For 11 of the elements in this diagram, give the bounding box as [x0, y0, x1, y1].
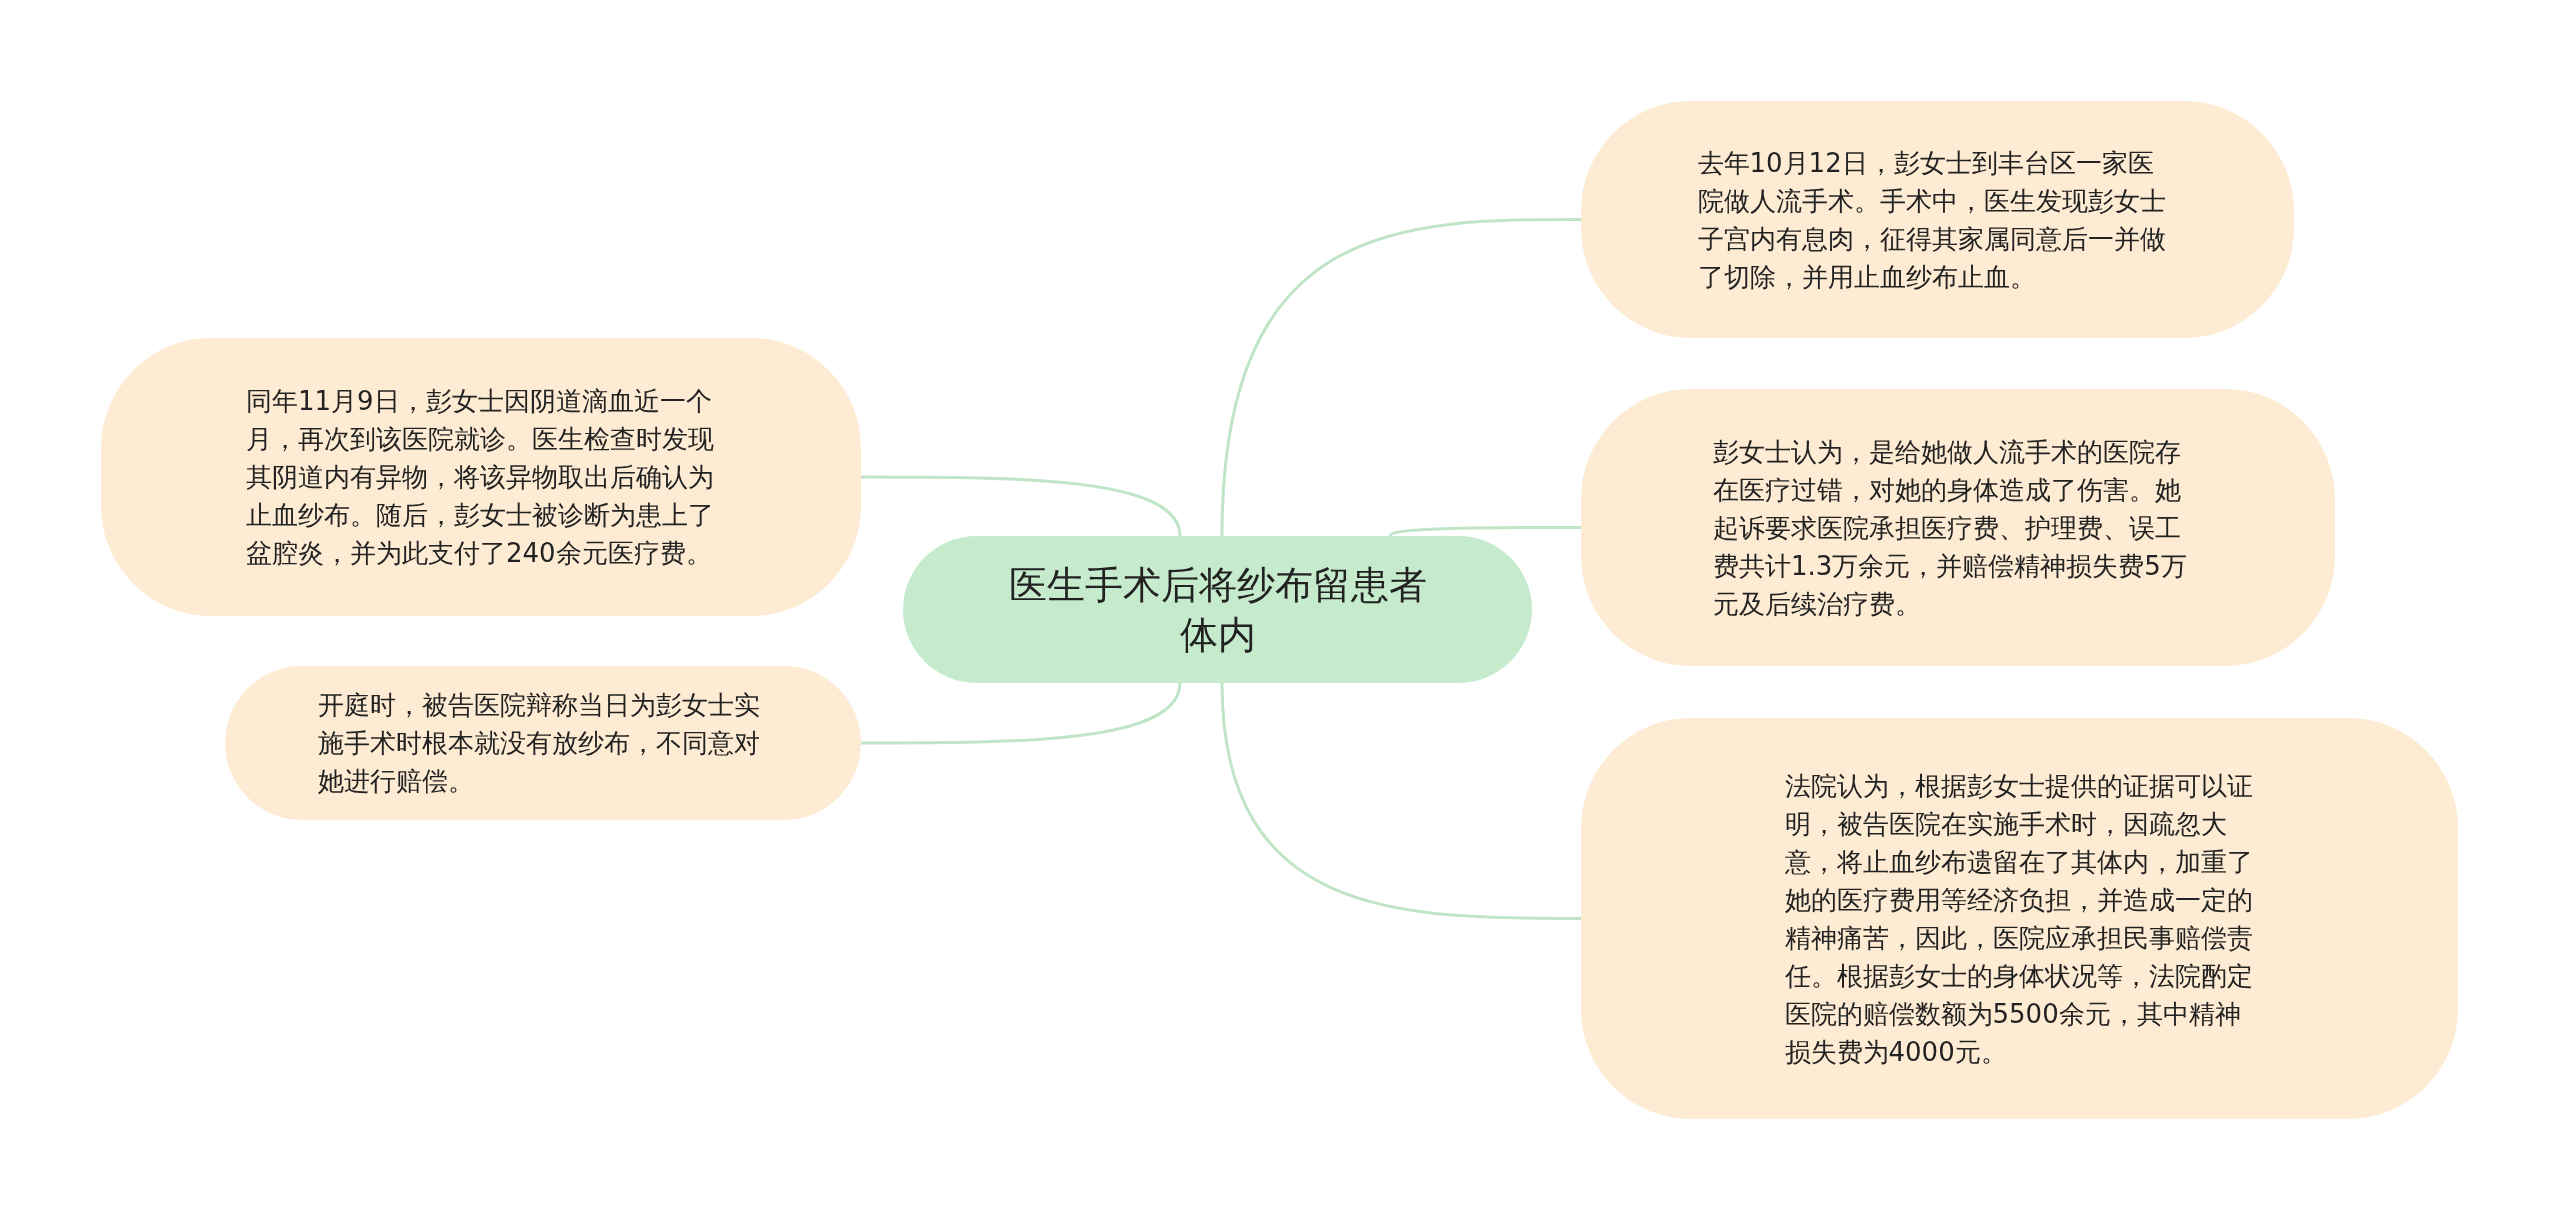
connector-line [1220, 218, 1581, 537]
connector-line [1388, 526, 1581, 538]
central-topic: 医生手术后将纱布留患者体内 [903, 536, 1532, 683]
topic-bubble: 去年10月12日，彭女士到丰台区一家医院做人流手术。手术中，医生发现彭女士子宫内有息肉，征得其家属同意后一并做了切除，并用止血纱布止血。 [1581, 101, 2294, 338]
connector-line [861, 682, 1182, 745]
connector-line [861, 475, 1182, 537]
topic-bubble: 同年11月9日，彭女士因阴道滴血近一个月，再次到该医院就诊。医生检查时发现其阴道内有异物，将该异物取出后确认为止血纱布。随后，彭女士被诊断为患上了盆腔炎，并为此支付了240余元医疗费。 [101, 338, 861, 616]
topic-bubble: 彭女士认为，是给她做人流手术的医院存在医疗过错，对她的身体造成了伤害。她起诉要求医院承担医疗费、护理费、误工费共计1.3万余元，并赔偿精神损失费5万元及后续治疗费。 [1581, 389, 2335, 666]
topic-bubble: 法院认为，根据彭女士提供的证据可以证明，被告医院在实施手术时，因疏忽大意，将止血纱布遗留在了其体内，加重了她的医疗费用等经济负担，并造成一定的精神痛苦，因此，医院应承担民事赔偿责任。根据彭女士的身体状况等，法院酌定医院的赔偿数额为5500余元，其中精神损失费为4000元。 [1581, 718, 2458, 1119]
connector-line [1220, 682, 1581, 920]
topic-bubble: 开庭时，被告医院辩称当日为彭女士实施手术时根本就没有放纱布，不同意对她进行赔偿。 [225, 666, 861, 820]
